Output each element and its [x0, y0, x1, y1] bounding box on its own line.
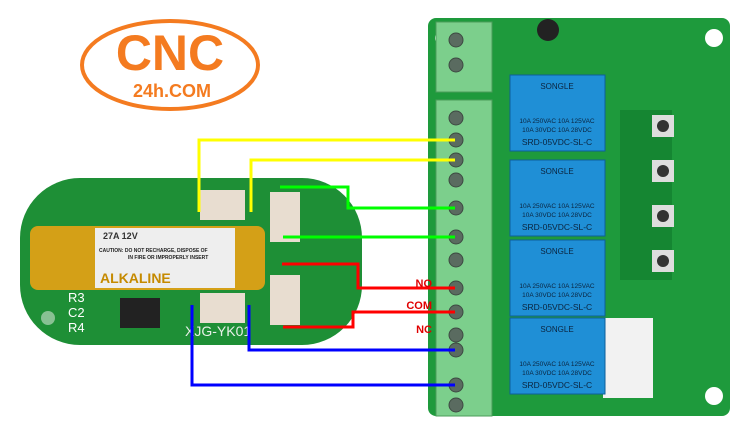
label-com: COM [406, 300, 432, 312]
terminal-screw [448, 397, 464, 413]
label-r3: R3 [68, 290, 85, 305]
red-wire-nc [283, 310, 455, 329]
logo-main: CNC [116, 25, 224, 81]
relay-model: SRD-05VDC-SL-C [522, 380, 592, 390]
board-button [652, 205, 674, 227]
blue-wire-2 [190, 305, 455, 387]
terminal-screw [448, 327, 464, 343]
battery-rating: 27A 12V [103, 231, 138, 241]
relay: SONGLE 10A 250VAC 10A 125VAC 10A 30VDC 10A… [509, 74, 606, 152]
relay-model: SRD-05VDC-SL-C [522, 302, 592, 312]
label-nc: NC [416, 324, 432, 336]
battery-caution-2: IN FIRE OR IMPROPERLY INSERT [128, 255, 208, 261]
relay-rating-1: 10A 250VAC 10A 125VAC [519, 203, 595, 210]
terminal-screw [448, 252, 464, 268]
relay-rating-2: 10A 30VDC 10A 28VDC [522, 292, 592, 299]
terminal-screw [448, 172, 464, 188]
remote-control: 27A 12V CAUTION: DO NOT RECHARGE, DISPOS… [20, 178, 362, 345]
relay-rating-2: 10A 30VDC 10A 28VDC [522, 370, 592, 377]
relay-rating-2: 10A 30VDC 10A 28VDC [522, 212, 592, 219]
button-s3 [270, 275, 300, 325]
terminal-screw [448, 57, 464, 73]
board-button [652, 250, 674, 272]
relay-brand: SONGLE [540, 167, 573, 176]
battery-caution: CAUTION: DO NOT RECHARGE, DISPOSE OF [99, 248, 208, 254]
relay-rating-1: 10A 250VAC 10A 125VAC [519, 283, 595, 290]
button-s1 [200, 190, 245, 220]
wires [190, 138, 455, 387]
relay-board: SONGLE 10A 250VAC 10A 125VAC 10A 30VDC 10A… [428, 18, 730, 417]
terminal-screw [448, 32, 464, 48]
label-no: NO [416, 278, 433, 290]
relay: SONGLE 10A 250VAC 10A 125VAC 10A 30VDC 10A… [509, 317, 606, 395]
terminal-block [435, 99, 493, 417]
battery-brand: ALKALINE [100, 270, 171, 286]
blue-wire-1 [247, 305, 455, 352]
button-s2 [270, 192, 300, 242]
relay: SONGLE 10A 250VAC 10A 125VAC 10A 30VDC 10A… [509, 239, 606, 317]
remote-model: XJG-YK01 [185, 323, 251, 339]
cnc24h-logo: CNC 24h.COM [80, 19, 260, 111]
board-button [652, 115, 674, 137]
relay-rating-1: 10A 250VAC 10A 125VAC [519, 118, 595, 125]
relay-model: SRD-05VDC-SL-C [522, 137, 592, 147]
green-wire-1 [280, 185, 455, 210]
relay-brand: SONGLE [540, 247, 573, 256]
relay-rating-2: 10A 30VDC 10A 28VDC [522, 127, 592, 134]
relay-brand: SONGLE [540, 325, 573, 334]
terminal-screw [448, 110, 464, 126]
relay-brand: SONGLE [540, 82, 573, 91]
label-c2: C2 [68, 305, 85, 320]
button-s4 [200, 293, 245, 323]
label-r4: R4 [68, 320, 85, 335]
board-button [652, 160, 674, 182]
logo-sub: 24h.COM [133, 81, 211, 101]
wifi-module [603, 318, 653, 398]
relay: SONGLE 10A 250VAC 10A 125VAC 10A 30VDC 10A… [509, 159, 606, 237]
yellow-wire-2 [249, 158, 455, 212]
yellow-wire-1 [197, 138, 455, 212]
relay-rating-1: 10A 250VAC 10A 125VAC [519, 361, 595, 368]
red-wire-no [282, 262, 455, 290]
relay-model: SRD-05VDC-SL-C [522, 222, 592, 232]
